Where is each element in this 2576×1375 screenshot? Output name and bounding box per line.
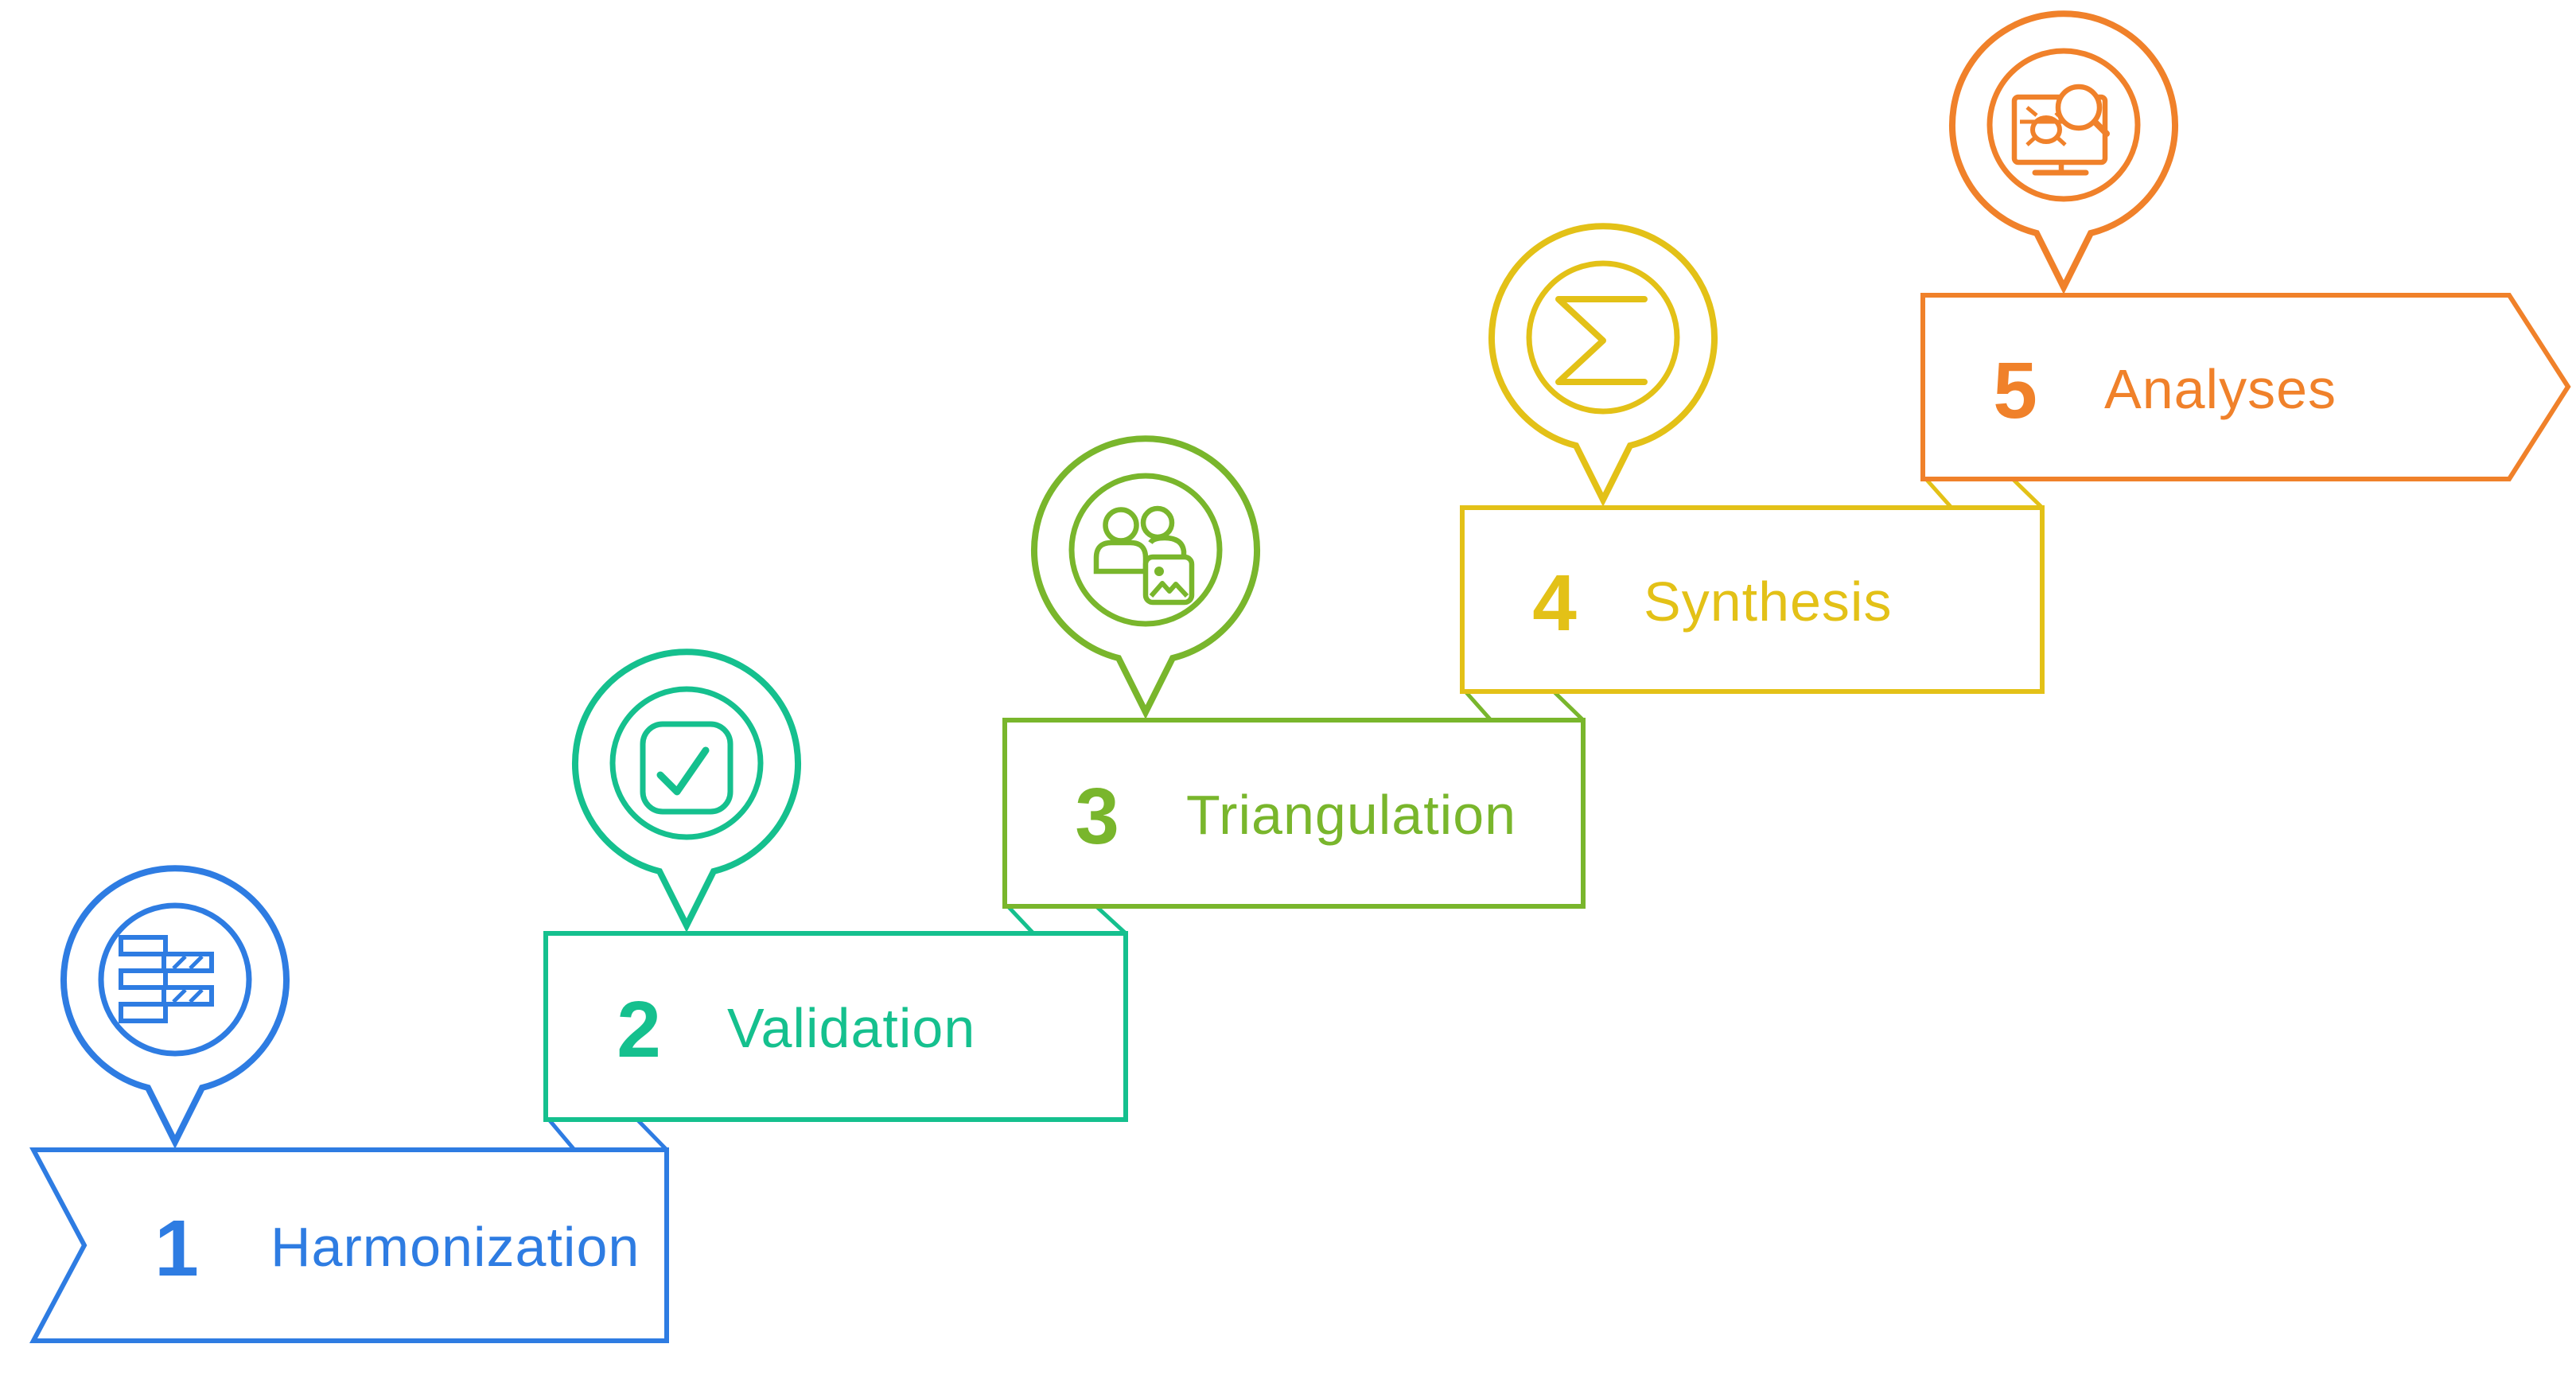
step-3-balloon	[1031, 435, 1260, 719]
step-1-group: 1 Harmonization	[29, 865, 669, 1343]
step-4-label: Synthesis	[1644, 571, 1892, 633]
step-4-number: 4	[1532, 559, 1577, 648]
stacked-bars-icon	[119, 935, 214, 1023]
step-4-balloon	[1488, 223, 1718, 507]
step-2-number: 2	[617, 985, 661, 1074]
step-3-label: Triangulation	[1186, 784, 1516, 846]
step-2-balloon	[572, 649, 801, 933]
balloon-inner-circle	[1526, 260, 1680, 415]
step-2-group: 2 Validation	[543, 649, 1128, 1122]
step-1-balloon	[60, 865, 290, 1149]
step-3-ribbon-fold	[1464, 690, 1585, 722]
step-1-banner	[29, 1147, 669, 1343]
step-4-group: 4 Synthesis	[1460, 223, 2045, 694]
step-2-banner	[543, 931, 1128, 1122]
step-4-ribbon-fold	[1924, 477, 2044, 509]
balloon-inner-circle	[609, 686, 764, 840]
bug-scan-monitor-icon	[2011, 84, 2110, 176]
step-5-banner	[1920, 293, 2571, 481]
step-5-balloon	[1949, 10, 2178, 294]
step-1-label: Harmonization	[270, 1216, 640, 1278]
balloon-inner-circle	[1986, 48, 2141, 202]
step-3-number: 3	[1075, 772, 1119, 861]
people-photo-icon	[1093, 505, 1195, 606]
step-2-ribbon-fold	[1006, 905, 1127, 935]
checkbox-check-icon	[640, 721, 733, 815]
step-1-number: 1	[154, 1204, 199, 1293]
step-5-group: 5 Analyses	[1920, 10, 2571, 481]
balloon-outline	[1488, 223, 1718, 507]
step-4-banner	[1460, 505, 2045, 694]
step-1-ribbon-fold	[547, 1118, 668, 1151]
balloon-inner-circle	[1068, 473, 1223, 627]
step-3-group: 3 Triangulation	[1002, 435, 1586, 909]
sigma-icon	[1555, 296, 1648, 385]
balloon-outline	[1949, 10, 2178, 294]
balloon-outline	[572, 649, 801, 933]
step-5-label: Analyses	[2104, 358, 2337, 420]
step-5-number: 5	[1993, 346, 2037, 435]
step-2-label: Validation	[727, 997, 975, 1059]
balloon-inner-circle	[98, 902, 252, 1057]
step-3-banner	[1002, 718, 1586, 909]
